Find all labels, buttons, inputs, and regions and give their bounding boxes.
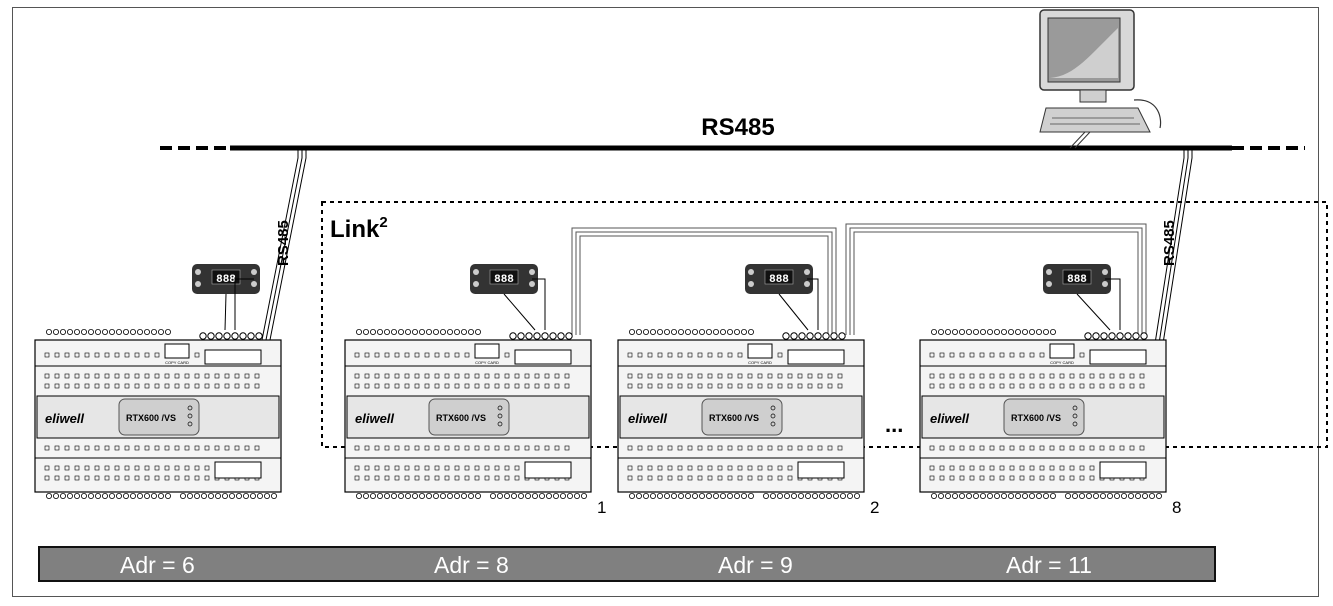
ellipsis-label: ... — [885, 412, 903, 437]
keypad-digits: 888 — [1067, 274, 1087, 286]
copy-card-label: COPY CARD — [165, 360, 189, 365]
keypad-digits: 888 — [494, 274, 514, 286]
brand-logo: eliwell — [628, 411, 667, 426]
keypad-digits: 888 — [769, 274, 789, 286]
address-label: Adr = 9 — [718, 552, 793, 578]
rs485-drop-label-2: RS485 — [1161, 220, 1178, 266]
model-label: RTX600 /VS — [1011, 413, 1061, 423]
model-label: RTX600 /VS — [436, 413, 486, 423]
diagram-frame — [12, 7, 1319, 597]
brand-logo: eliwell — [930, 411, 969, 426]
model-label: RTX600 /VS — [126, 413, 176, 423]
copy-card-label: COPY CARD — [748, 360, 772, 365]
model-label: RTX600 /VS — [709, 413, 759, 423]
address-label: Adr = 6 — [120, 552, 195, 578]
copy-card-label: COPY CARD — [1050, 360, 1074, 365]
copy-card-label: COPY CARD — [475, 360, 499, 365]
rs485-drop-cable-1 — [259, 148, 307, 351]
keypad-display: 888 — [192, 264, 260, 294]
keypad-digits: 888 — [216, 274, 236, 286]
brand-logo: eliwell — [45, 411, 84, 426]
rs485-bus-label: RS485 — [701, 114, 774, 141]
keypad-display: 888 — [1043, 264, 1111, 294]
keypad-display: 888 — [470, 264, 538, 294]
controller-index: 2 — [870, 498, 879, 517]
address-label: Adr = 11 — [1006, 552, 1092, 578]
rs485-drop-cable-2 — [1153, 148, 1193, 351]
link-label: Link2 — [330, 214, 388, 243]
link-cables — [571, 223, 1147, 335]
controller-index: 1 — [597, 498, 606, 517]
address-label: Adr = 8 — [434, 552, 509, 578]
keypad-display: 888 — [745, 264, 813, 294]
controller-index: 8 — [1172, 498, 1181, 517]
computer-icon — [1039, 9, 1162, 149]
brand-logo: eliwell — [355, 411, 394, 426]
address-bar: Adr = 6 Adr = 8 Adr = 9 Adr = 11 — [38, 546, 1216, 582]
